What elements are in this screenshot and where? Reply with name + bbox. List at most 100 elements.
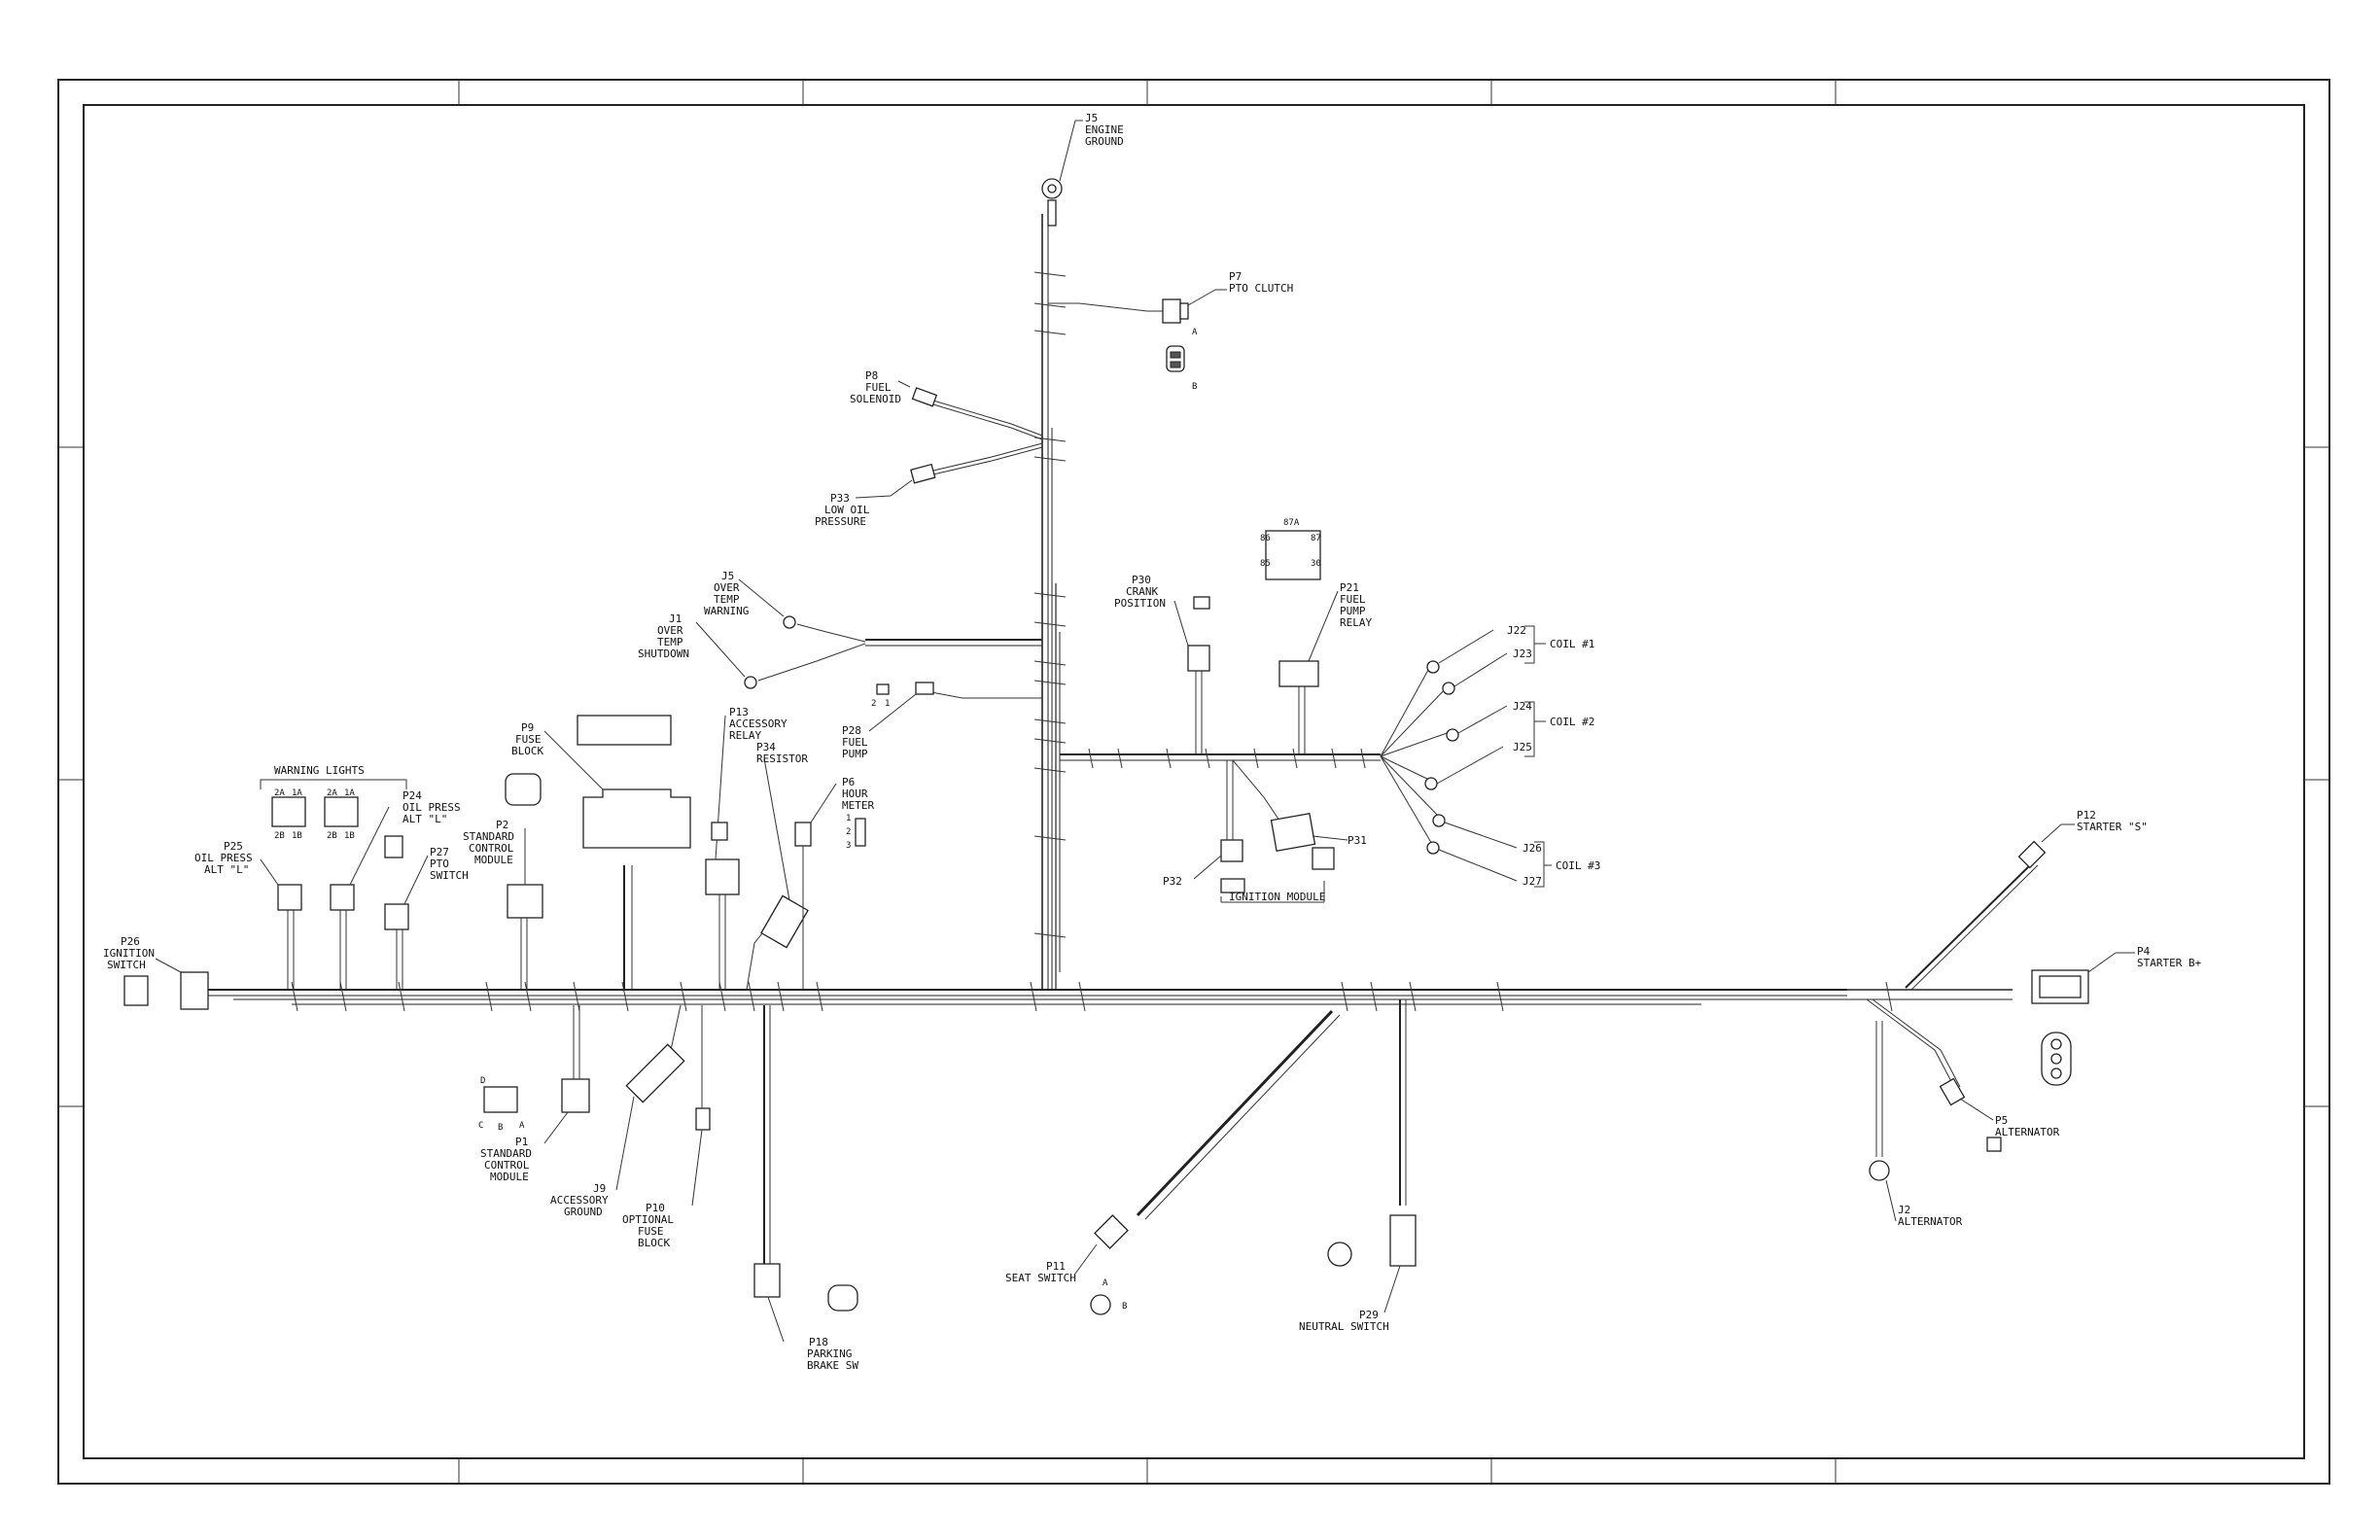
p10-label-1: P10	[646, 1202, 665, 1214]
p6-label-1: P6	[842, 776, 855, 788]
scm-pin-a: A	[519, 1121, 525, 1131]
main-trunk-horizontal	[194, 989, 2012, 1005]
p9-label-1: P9	[521, 721, 534, 734]
p18-label-3: BRAKE SW	[807, 1359, 858, 1372]
harness-clip	[524, 981, 532, 1012]
harness-clip	[1033, 718, 1067, 724]
harness-clips	[291, 271, 1893, 1012]
p10-optional-fuse: P10 OPTIONAL FUSE BLOCK	[622, 1005, 711, 1249]
seat-pin-b: B	[1122, 1302, 1127, 1312]
j27-label: J27	[1522, 875, 1542, 888]
wl-pin-2a-1: 2A	[274, 788, 285, 798]
p8-fuel-solenoid: P8 FUEL SOLENOID	[850, 369, 1043, 440]
j5-engine-ground: J5 ENGINE GROUND	[1041, 112, 1124, 227]
j9-label-2: ACCESSORY	[550, 1194, 609, 1207]
j1-label-4: SHUTDOWN	[638, 648, 689, 660]
ignition-module-branch: P32 P31 IGNITION MODULE	[1163, 759, 1367, 903]
p27-label-3: SWITCH	[430, 869, 469, 882]
coil2-label: COIL #2	[1550, 716, 1594, 728]
p6-label-2: HOUR	[842, 788, 868, 800]
j1-label-2: OVER	[657, 624, 683, 637]
coil-terminals: J22 J23 J24 J25 J26 J27 COIL #1 COIL #2 …	[1424, 624, 1600, 888]
p26-label-2: IGNITION	[103, 947, 155, 960]
p25-label-2: OIL PRESS	[194, 852, 253, 864]
harness-clip	[1088, 748, 1094, 769]
j5-temp-label-4: WARNING	[704, 605, 749, 617]
p26-label-3: SWITCH	[107, 959, 146, 971]
p32-label: P32	[1163, 875, 1182, 888]
harness-clip	[1033, 680, 1067, 685]
harness-clip	[680, 981, 687, 1012]
p11-label-2: SEAT SWITCH	[1005, 1272, 1076, 1284]
p6-hour-meter: P6 HOUR METER 1 2 3	[794, 776, 874, 990]
j5-temp-label-1: J5	[721, 570, 734, 582]
wl-pin-2b-2: 2B	[327, 831, 337, 841]
p28-label-1: P28	[842, 724, 861, 737]
harness-clip	[718, 981, 726, 1012]
j5-label-1: J5	[1085, 112, 1098, 124]
hm-pin-2: 2	[846, 827, 851, 837]
p6-label-3: METER	[842, 799, 874, 812]
p13-label-3: RELAY	[729, 729, 761, 742]
harness-clip	[1033, 271, 1067, 277]
j9-label-1: J9	[593, 1182, 606, 1195]
p13-accessory-relay: P13 ACCESSORY RELAY	[705, 706, 788, 990]
hm-pin-3: 3	[846, 841, 851, 851]
p12-label-2: STARTER "S"	[2077, 821, 2148, 833]
p28-label-2: FUEL	[842, 736, 868, 749]
p9-label-3: BLOCK	[511, 745, 543, 757]
p5-label-2: ALTERNATOR	[1995, 1126, 2060, 1138]
harness-clip	[1370, 981, 1378, 1012]
p29-label-2: NEUTRAL SWITCH	[1299, 1320, 1389, 1333]
over-temp-branch: J5 OVER TEMP WARNING J1 OVER TEMP SHUTDO…	[638, 570, 1042, 689]
warning-lights: WARNING LIGHTS 2A 1A 2B 1B 2A 1A 2B 1B P…	[194, 764, 461, 990]
p33-label-3: PRESSURE	[815, 515, 866, 528]
scm-pin-d: D	[480, 1076, 485, 1086]
p30-label-1: P30	[1132, 574, 1151, 586]
p7-label-1: P7	[1229, 270, 1242, 283]
harness-clip	[1033, 592, 1067, 598]
p18-label-2: PARKING	[807, 1348, 852, 1360]
relay-pin-87: 87	[1311, 534, 1321, 543]
p24-label-3: ALT "L"	[402, 813, 447, 825]
p28-fuel-pump: P28 FUEL PUMP 2 1	[842, 682, 1042, 760]
main-trunk-vertical	[1041, 214, 1061, 990]
wl-pin-2a-2: 2A	[327, 788, 337, 798]
j23-label: J23	[1513, 648, 1532, 660]
harness-clip	[1078, 981, 1086, 1012]
harness-clip	[1253, 748, 1259, 769]
harness-clip	[485, 981, 493, 1012]
p2-label-2: STANDARD	[463, 830, 514, 843]
fuel-pump-pin-1: 1	[885, 699, 890, 709]
p12-label-1: P12	[2077, 809, 2096, 822]
p21-label-1: P21	[1340, 581, 1359, 594]
warning-lights-label: WARNING LIGHTS	[274, 764, 365, 777]
harness-clip	[1360, 748, 1366, 769]
p9-label-2: FUSE	[515, 733, 542, 746]
relay-pin-87a: 87A	[1283, 518, 1300, 528]
p2-label-3: CONTROL	[469, 842, 514, 855]
harness-clip	[816, 981, 823, 1012]
p11-label-1: P11	[1046, 1260, 1066, 1273]
harness-clip	[339, 981, 347, 1012]
j5-temp-label-2: OVER	[714, 581, 740, 594]
harness-clip	[1033, 767, 1067, 773]
p26-label-1: P26	[121, 935, 140, 948]
hm-pin-1: 1	[846, 814, 851, 823]
p26-ignition-switch: P26 IGNITION SWITCH	[103, 935, 209, 1010]
p34-label-1: P34	[756, 741, 776, 753]
p2-standard-control: P2 STANDARD CONTROL MODULE	[463, 819, 543, 990]
p4-label-2: STARTER B+	[2137, 957, 2202, 969]
p10-label-4: BLOCK	[638, 1237, 670, 1249]
harness-clip	[291, 981, 298, 1012]
p13-label-1: P13	[729, 706, 749, 718]
p29-label-1: P29	[1359, 1309, 1379, 1321]
harness-clip	[777, 981, 785, 1012]
j9-label-3: GROUND	[564, 1206, 603, 1218]
alternator-branch: P5 ALTERNATOR J2 ALTERNATOR	[1866, 998, 2060, 1228]
harness-clip	[1033, 835, 1067, 841]
coil1-label: COIL #1	[1550, 638, 1594, 650]
harness-clip	[1885, 981, 1893, 1012]
harness-clip	[1033, 932, 1067, 938]
